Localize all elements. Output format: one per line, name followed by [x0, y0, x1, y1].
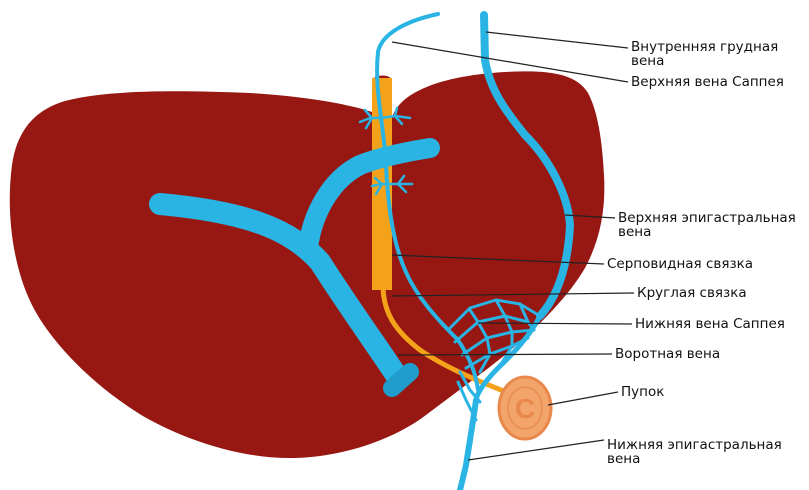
label-internal-thoracic-vein: Внутренняя грудная вена: [631, 40, 778, 68]
label-falciform-ligament: Серповидная связка: [607, 257, 753, 271]
leader-inferior-epigastric: [468, 440, 604, 460]
leader-umbilicus: [548, 392, 618, 405]
label-superior-sappey-vein: Верхняя вена Саппея: [631, 75, 784, 89]
umbilicus-letter: C: [515, 393, 535, 424]
label-round-ligament: Круглая связка: [637, 286, 747, 300]
umbilicus: C: [499, 377, 551, 439]
leader-internal-thoracic: [486, 32, 628, 48]
label-inferior-epigastric-vein: Нижняя эпигастральная вена: [607, 438, 782, 466]
label-superior-epigastric-vein: Верхняя эпигастральная вена: [618, 211, 796, 239]
label-inferior-sappey-vein: Нижняя вена Саппея: [635, 317, 785, 331]
label-umbilicus: Пупок: [621, 385, 664, 399]
label-portal-vein: Воротная вена: [615, 347, 720, 361]
